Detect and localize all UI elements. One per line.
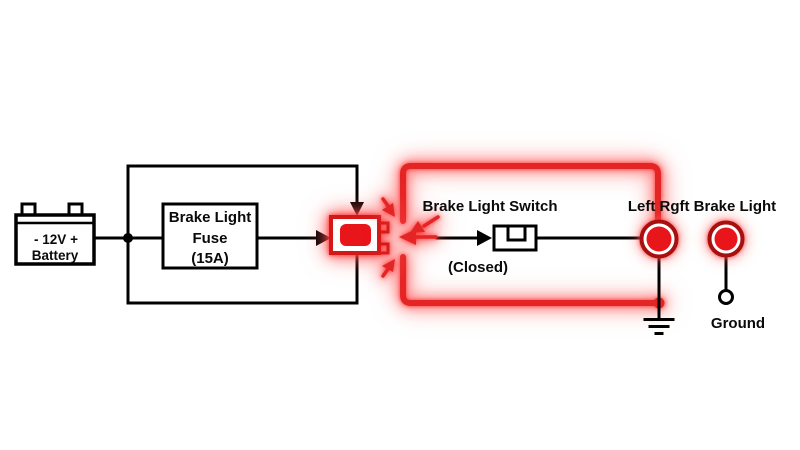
spark-arrow-bottom-head <box>382 259 395 272</box>
connector-prong-top <box>379 221 390 234</box>
switch-symbol <box>492 224 538 252</box>
spark-arrow-top-head <box>382 203 395 217</box>
spark-arrow-bottom-shaft <box>381 267 390 278</box>
switch-box <box>492 224 538 252</box>
switch-contact <box>506 224 527 242</box>
right-arrowhead-icon <box>316 230 331 246</box>
connector-prong-bottom <box>379 242 390 255</box>
switch-state-label: (Closed) <box>448 259 508 276</box>
highlight-loop-top-right-segment <box>400 163 661 224</box>
battery-label-line1: - 12V + <box>34 232 78 247</box>
fuse-symbol: Brake Light Fuse (15A) <box>161 202 259 270</box>
fuse-box <box>161 202 259 270</box>
brake-lights-label: Left Rgft Brake Light <box>628 198 776 215</box>
ground-label: Ground <box>711 315 765 332</box>
down-arrowhead-icon <box>350 202 364 216</box>
battery-label-line2: Battery <box>32 248 79 263</box>
outer-loop-wire <box>126 164 359 305</box>
switch-arrowhead-icon <box>477 230 492 246</box>
spark-arrow-left-head <box>399 229 416 245</box>
left-brake-light-lamp <box>639 219 679 259</box>
ground-symbol <box>643 318 675 335</box>
connector-core <box>340 224 371 246</box>
left-lamp-core <box>646 226 672 252</box>
switch-label: Brake Light Switch <box>422 198 557 215</box>
right-brake-light-lamp <box>707 220 745 258</box>
battery-symbol: - 12V + Battery <box>14 202 96 266</box>
fuse-label-line1: Brake Light <box>169 209 252 226</box>
spark-arrow-diag-head <box>410 221 425 233</box>
fuse-label-line3: (15A) <box>191 250 229 267</box>
shorted-connector-symbol <box>329 215 390 255</box>
fuse-label-line2: Fuse <box>192 230 227 247</box>
right-lamp-core <box>714 227 738 251</box>
wires <box>92 164 728 320</box>
spark-icon <box>381 197 440 278</box>
highlight-loop-bottom-left-segment <box>400 254 659 306</box>
ground-terminal-circle <box>718 289 734 305</box>
junction-dot <box>123 233 133 243</box>
spark-arrow-top-shaft <box>381 197 390 208</box>
spark-arrow-diag-shaft <box>422 215 440 228</box>
